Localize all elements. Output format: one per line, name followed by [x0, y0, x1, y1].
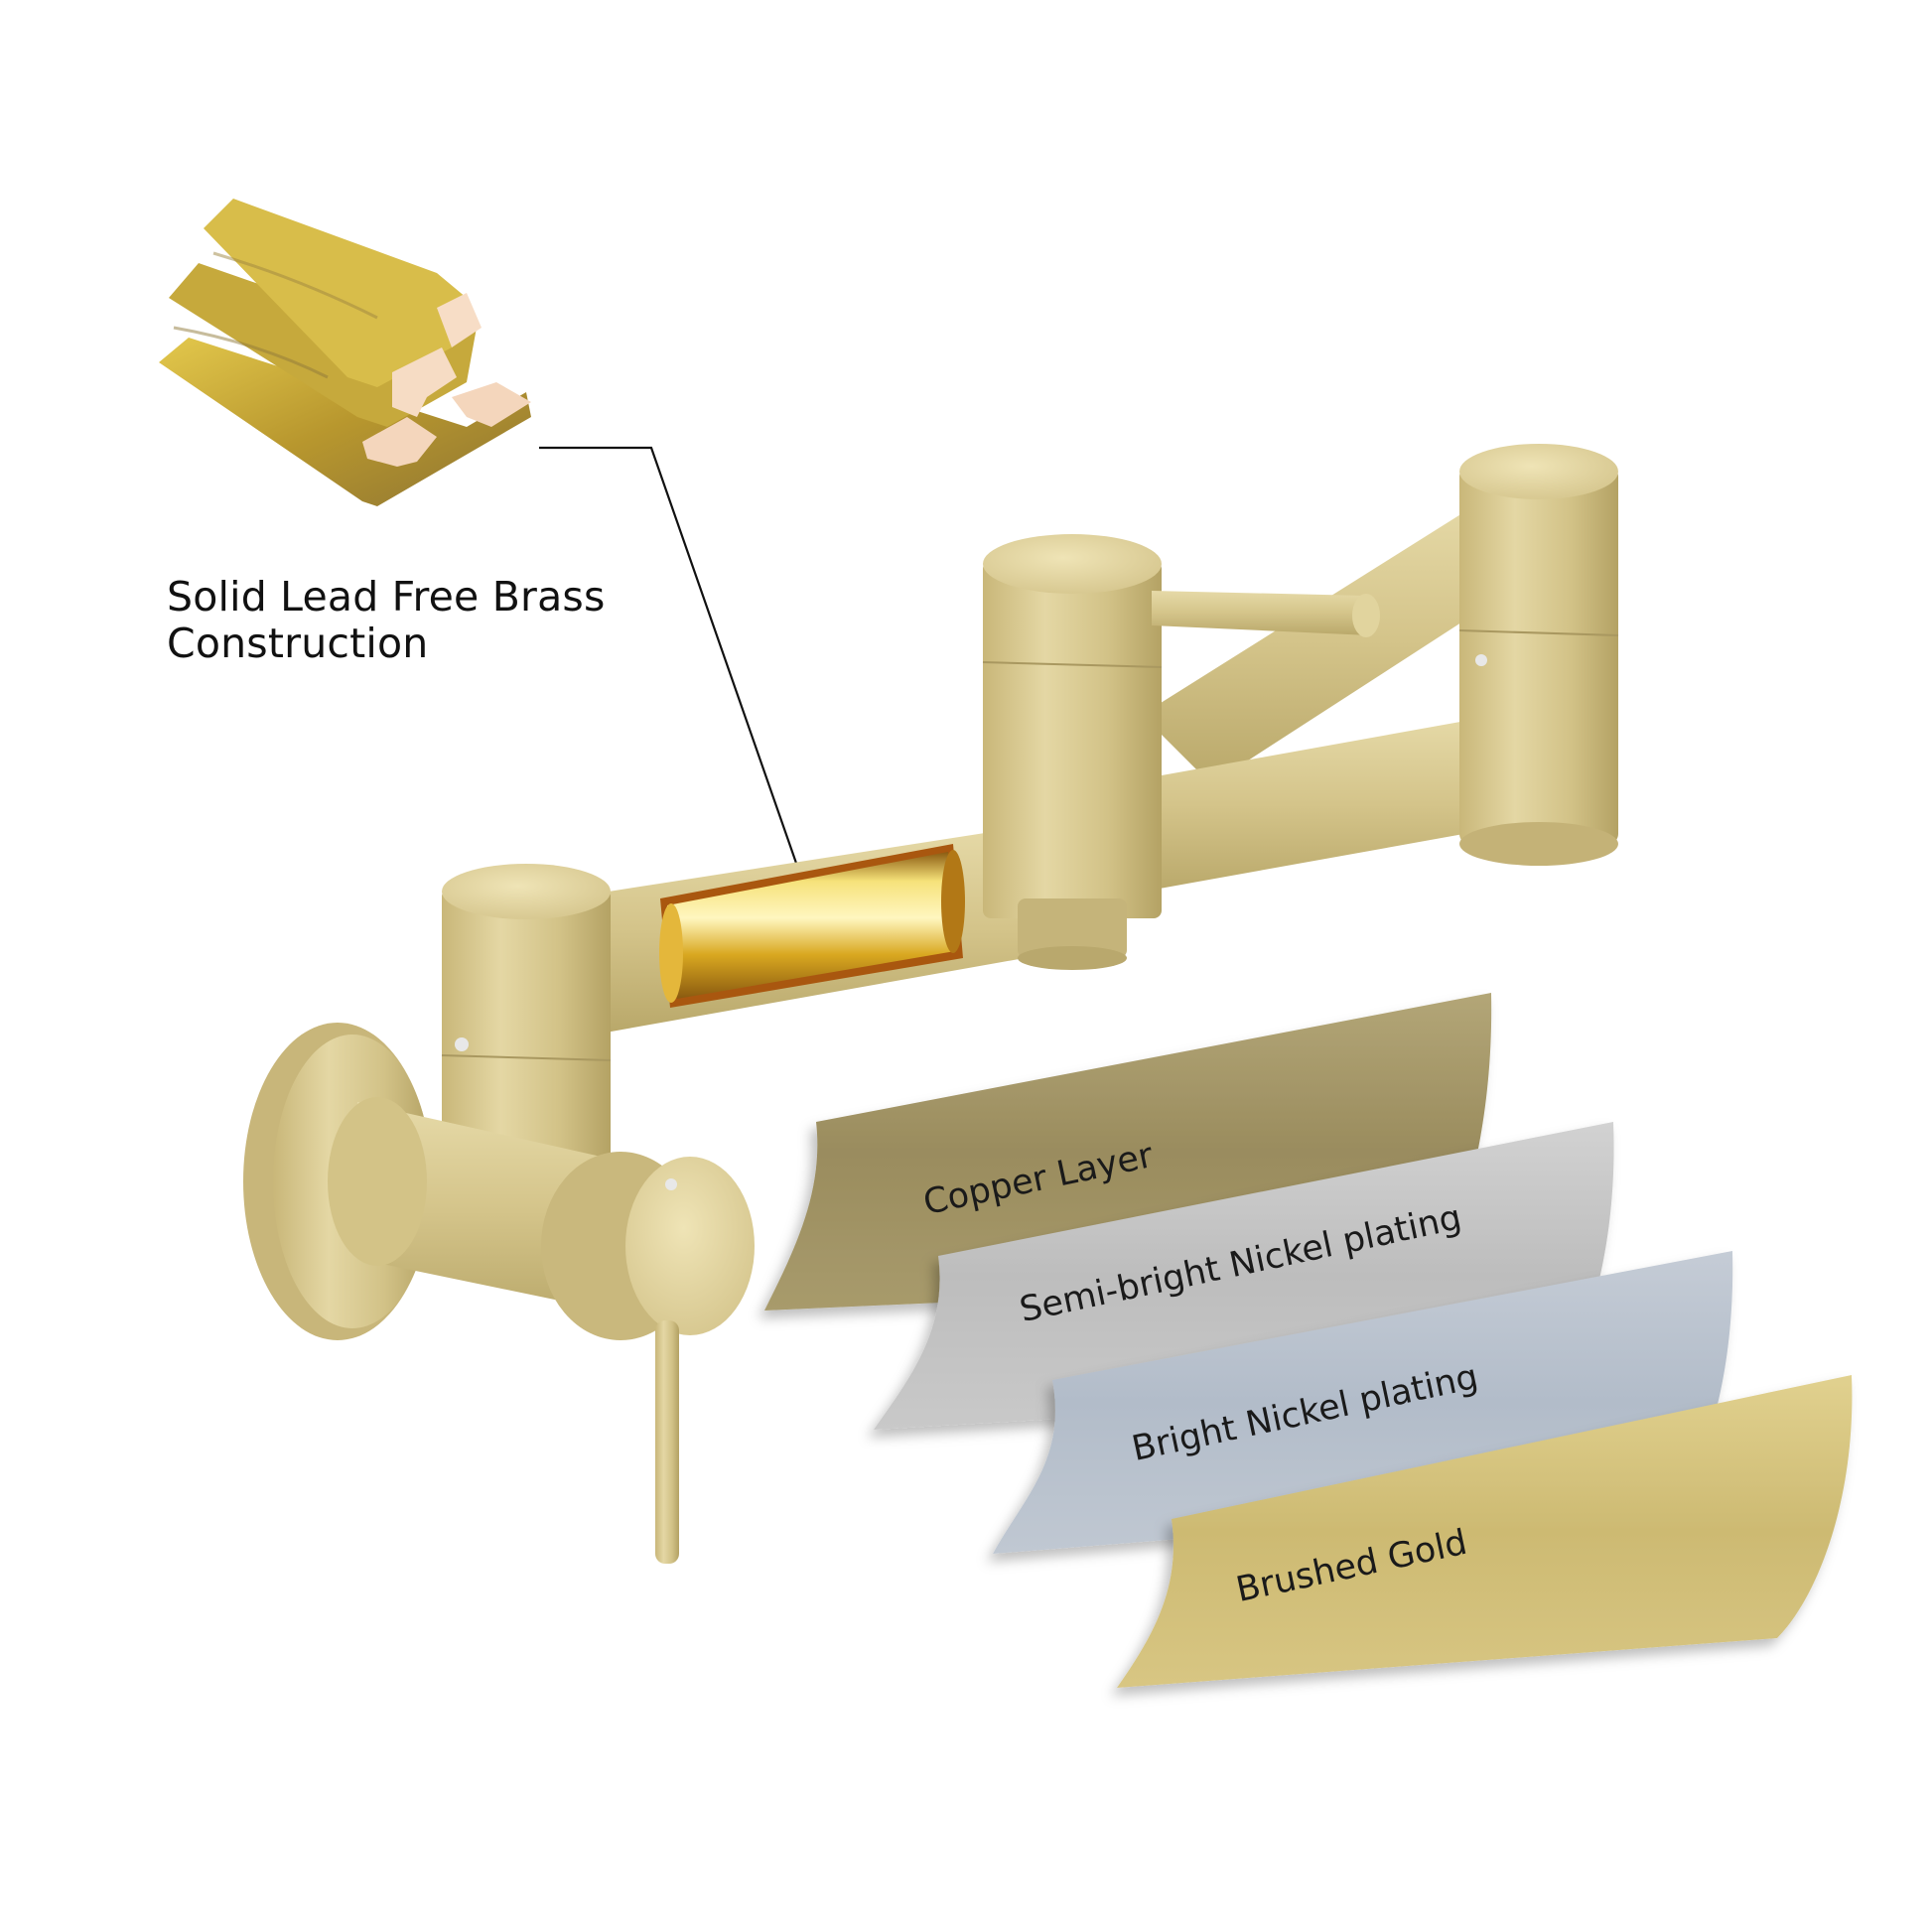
brass-ingots-image — [159, 199, 531, 506]
pot-filler-faucet — [243, 444, 1619, 1564]
callout-line-1: Solid Lead Free Brass — [167, 573, 606, 621]
plating-layers — [764, 993, 1853, 1688]
layer-strip-brushed-gold — [1117, 1375, 1853, 1688]
brass-cutaway — [659, 844, 965, 1008]
callout-label: Solid Lead Free Brass Construction — [167, 574, 683, 667]
callout-line-2: Construction — [167, 620, 429, 667]
leader-line — [539, 446, 808, 893]
